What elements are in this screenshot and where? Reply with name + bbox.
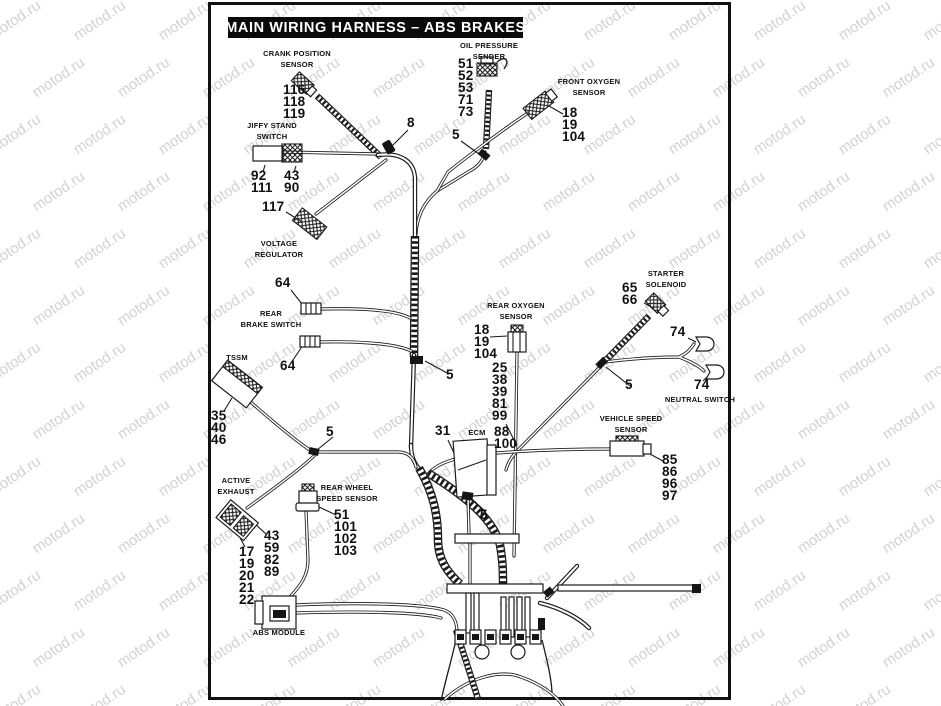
callout-rear-wheel: 51 101 102 103 <box>334 507 358 558</box>
callout-jiffy-right: 43 90 <box>284 168 300 195</box>
rear-brake-connector-upper <box>300 302 322 315</box>
label-rear-brake-switch: REAR BRAKE SWITCH <box>240 309 302 329</box>
label-jiffy-stand-switch: JIFFY STAND SWITCH <box>247 121 297 141</box>
callout-clip5-solenoid: 5 <box>625 377 633 392</box>
callout-74-lower: 74 <box>694 377 710 392</box>
oil-pressure-connector <box>476 56 508 77</box>
callout-clip5-ecm: 5 <box>480 507 488 522</box>
callout-front-oxygen: 18 19 104 <box>562 105 586 144</box>
rear-wheel-sensor-wire <box>288 509 310 599</box>
front-oxygen-cable <box>414 111 530 236</box>
rear-oxygen-connector <box>507 324 527 353</box>
label-ecm: ECM <box>468 428 486 437</box>
callout-trunk-wires: 25 38 39 81 99 <box>492 360 508 423</box>
abs-module-box <box>254 595 297 630</box>
abs-module-wires <box>294 602 459 634</box>
cable-clips <box>308 140 609 630</box>
voltage-regulator-cable <box>314 158 388 216</box>
jiffy-stand-connector <box>252 143 303 163</box>
callout-item8: 8 <box>407 115 415 130</box>
callout-oil-pressure: 51 52 53 71 73 <box>458 56 474 119</box>
callout-clip5-trunk: 5 <box>446 367 454 382</box>
label-crank-position-sensor: CRANK POSITION SENSOR <box>263 49 331 69</box>
vehicle-speed-connector <box>609 435 652 457</box>
callout-clip5-lower: 5 <box>326 424 334 439</box>
callout-88-100: 88 100 <box>494 424 518 451</box>
label-starter-solenoid: STARTER SOLENOID <box>645 269 687 289</box>
label-vehicle-speed-sensor: VEHICLE SPEED SENSOR <box>599 414 663 434</box>
voltage-regulator-connector <box>291 207 328 241</box>
crank-sensor-cable <box>317 96 381 157</box>
starter-solenoid-connector <box>644 292 670 318</box>
ecm-box <box>452 438 520 544</box>
callout-64-upper: 64 <box>275 275 291 290</box>
crank-sensor-connector <box>290 71 318 98</box>
active-exhaust-connector <box>215 498 260 542</box>
neutral-switch-terminals <box>694 336 725 380</box>
callout-74-upper: 74 <box>670 324 686 339</box>
callout-clip5-oil: 5 <box>452 127 460 142</box>
front-oxygen-connector <box>522 88 559 121</box>
bottom-connector-cluster <box>446 583 701 660</box>
diagram-title: MAIN WIRING HARNESS – ABS BRAKES <box>225 17 525 38</box>
label-neutral-switch: NEUTRAL SWITCH <box>664 395 736 404</box>
rear-wheel-sensor-connector <box>295 483 320 512</box>
label-tssm: TSSM <box>226 353 248 362</box>
callout-64-lower: 64 <box>280 358 296 373</box>
tssm-connector <box>210 359 264 409</box>
label-voltage-regulator: VOLTAGE REGULATOR <box>254 239 304 259</box>
callout-crank-sensor: 116 118 119 <box>283 82 306 121</box>
label-active-exhaust: ACTIVE EXHAUST <box>217 476 255 496</box>
callout-vehicle-speed: 85 86 96 97 <box>662 452 678 503</box>
label-front-oxygen-sensor: FRONT OXYGEN SENSOR <box>557 77 621 97</box>
label-abs-module: ABS MODULE <box>252 628 306 637</box>
callout-31: 31 <box>435 423 451 438</box>
label-rear-oxygen-sensor: REAR OXYGEN SENSOR <box>487 301 545 321</box>
callout-rear-oxygen: 18 19 104 <box>474 322 498 361</box>
callout-jiffy-left: 92 111 <box>251 168 273 195</box>
label-oil-pressure-sender: OIL PRESSURE SENDER <box>459 41 519 61</box>
callout-active-exhaust-a: 43 59 82 89 <box>264 528 280 579</box>
callout-starter: 65 66 <box>622 280 638 307</box>
label-rear-wheel-speed-sensor: REAR WHEEL SPEED SENSOR <box>316 483 378 503</box>
diagram-border <box>208 2 731 700</box>
rear-brake-connector-lower <box>299 335 321 348</box>
rear-brake-switch-wires <box>316 307 413 353</box>
callout-tssm: 35 40 46 <box>211 408 227 447</box>
callout-active-exhaust-b: 17 19 20 21 22 <box>239 544 255 607</box>
callout-item117: 117 <box>262 199 285 214</box>
